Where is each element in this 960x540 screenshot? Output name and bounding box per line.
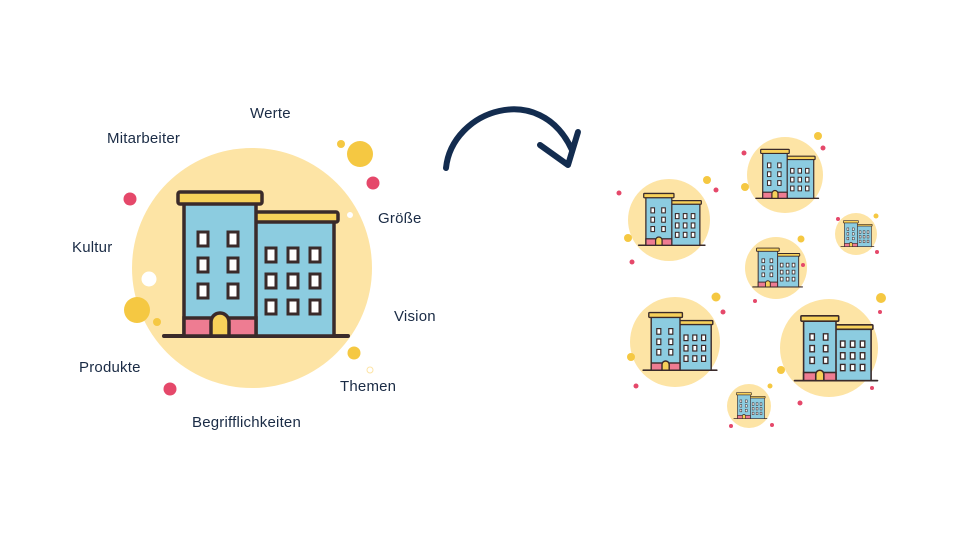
small-office-building-icon: [733, 392, 768, 420]
term-themen: Themen: [340, 378, 397, 395]
term-werte: Werte: [250, 105, 291, 122]
decor-dot-red: [366, 176, 380, 190]
term-mitarbeiter: Mitarbeiter: [107, 130, 181, 147]
small-office-building-icon: [752, 247, 803, 288]
decor-dot-white: [140, 270, 158, 288]
small-company: [627, 292, 726, 389]
decor-dot-white: [346, 211, 354, 219]
decor-dot-red: [163, 382, 177, 396]
small-companies-cluster: [616, 132, 886, 428]
small-office-building-icon: [793, 314, 879, 382]
term-groesse: Größe: [378, 210, 422, 227]
small-office-building-icon: [637, 192, 706, 246]
decor-dot-yellow: [347, 346, 361, 360]
small-company: [616, 176, 719, 265]
decor-dot-red: [123, 192, 137, 206]
small-company: [727, 383, 774, 428]
term-produkte: Produkte: [79, 359, 141, 376]
decor-dot-yellow-small: [153, 318, 161, 326]
decor-dot-yellow-small: [337, 140, 345, 148]
small-office-building-icon: [840, 220, 875, 247]
decor-dot-yellow: [347, 141, 373, 167]
small-company: [741, 132, 826, 213]
decor-dot-white: [366, 366, 374, 374]
term-kultur: Kultur: [72, 239, 113, 256]
decor-dot-yellow: [124, 297, 150, 323]
term-vision: Vision: [394, 308, 436, 325]
small-office-building-icon: [755, 148, 820, 200]
office-building-icon: [162, 190, 350, 338]
small-company: [835, 213, 879, 255]
small-company: [745, 235, 807, 303]
small-office-building-icon: [642, 311, 718, 372]
small-company: [777, 293, 886, 406]
main-company-illustration: [123, 140, 380, 396]
curved-arrow-icon: [443, 106, 581, 171]
term-begrifflichkeiten: Begrifflichkeiten: [192, 414, 302, 431]
